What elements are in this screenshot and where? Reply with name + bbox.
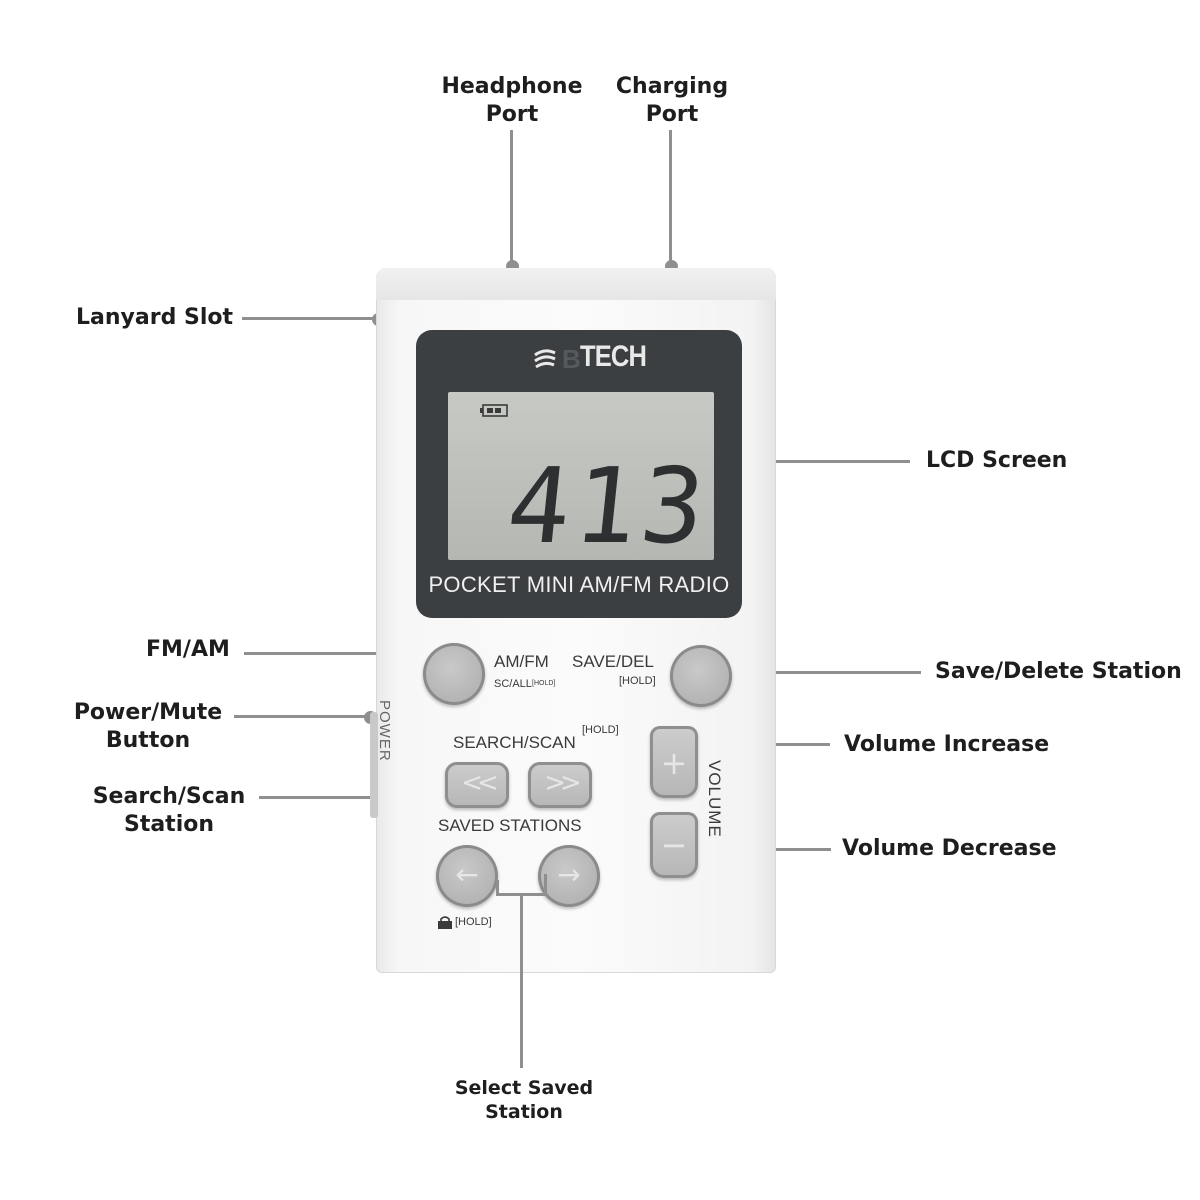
- search-scan-hold-label: [HOLD]: [582, 724, 619, 736]
- scan-back-button[interactable]: [445, 762, 509, 808]
- am-fm-label: AM/FM: [494, 652, 549, 671]
- fm-am-label-callout: FM/AM: [146, 637, 230, 662]
- saved-stations-bracket-left: [496, 880, 499, 895]
- arrow-right-icon: →: [557, 858, 581, 891]
- am-fm-sublabel: SC/ALL: [494, 678, 532, 690]
- select-saved-station-label: Select Saved Station: [454, 1077, 594, 1123]
- volume-increase-label: Volume Increase: [844, 732, 1050, 757]
- lcd-screen-leader: [706, 460, 910, 463]
- battery-icon: [480, 404, 508, 417]
- headphone-port-leader: [510, 130, 513, 266]
- save-delete-leader: [715, 671, 921, 674]
- model-name: POCKET MINI AM/FM RADIO: [428, 572, 730, 597]
- charging-port-label: Charging Port: [615, 74, 729, 127]
- lock-icon: [438, 916, 452, 929]
- power-mute-leader: [234, 715, 370, 718]
- scan-forward-button[interactable]: [528, 762, 592, 808]
- previous-station-button[interactable]: [436, 845, 498, 907]
- lanyard-slot-leader: [242, 317, 378, 320]
- saved-stations-label: SAVED STATIONS: [438, 816, 582, 835]
- volume-up-button[interactable]: [650, 726, 698, 798]
- minus-icon: −: [660, 826, 688, 864]
- am-fm-hold-label: [HOLD]: [532, 680, 556, 687]
- save-del-label: SAVE/DEL: [572, 652, 654, 671]
- am-fm-button[interactable]: [423, 643, 485, 705]
- saved-stations-bracket-right: [544, 874, 547, 895]
- brand-logo-icon: [534, 349, 556, 369]
- power-mute-button-label: Power/Mute Button: [73, 700, 223, 753]
- volume-label: VOLUME: [705, 760, 724, 838]
- arrow-left-icon: ←: [455, 858, 479, 891]
- lanyard-slot-label: Lanyard Slot: [76, 305, 233, 330]
- next-station-button[interactable]: [538, 845, 600, 907]
- search-scan-label: SEARCH/SCAN: [453, 733, 576, 752]
- power-switch-label: POWER: [376, 700, 393, 762]
- brand-mark: B: [562, 344, 581, 374]
- lcd-frequency: 413: [501, 445, 715, 567]
- headphone-port-label: Headphone Port: [441, 74, 583, 127]
- plus-icon: +: [660, 744, 688, 782]
- brand-name: TECH: [580, 340, 647, 373]
- charging-port-leader: [669, 130, 672, 266]
- search-scan-leader: [259, 796, 459, 799]
- save-delete-station-label: Save/Delete Station: [935, 659, 1182, 684]
- select-saved-station-leader: [520, 893, 523, 1068]
- fast-forward-icon: >>: [544, 768, 582, 798]
- power-switch[interactable]: [370, 712, 378, 818]
- lcd-screen-label: LCD Screen: [926, 448, 1068, 473]
- save-del-button[interactable]: [670, 645, 732, 707]
- search-scan-station-label: Search/Scan Station: [92, 784, 246, 837]
- rewind-icon: <<: [461, 768, 499, 798]
- lcd-screen: [448, 392, 714, 560]
- volume-down-button[interactable]: [650, 812, 698, 878]
- volume-decrease-label: Volume Decrease: [842, 836, 1057, 861]
- radio-top-edge: [376, 268, 776, 300]
- fm-am-leader: [244, 652, 444, 655]
- save-del-hold-label: [HOLD]: [619, 675, 656, 687]
- lock-hold-label: [HOLD]: [455, 916, 492, 928]
